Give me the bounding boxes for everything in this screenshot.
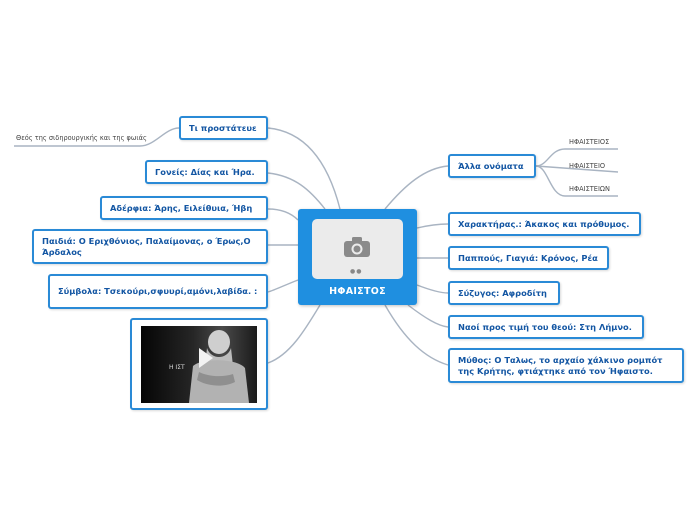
topic-myth-label: Μύθος: Ο Ταλως, το αρχαίο χάλκινο ρομπότ… [458,354,663,376]
topic-protects-label: Τι προστάτευε [189,122,257,133]
play-icon[interactable] [199,348,213,368]
topic-spouse[interactable]: Σύζυγος: Αφροδίτη [448,281,560,305]
topic-symbols[interactable]: Σύμβολα: Τσεκούρι,σφυυρί,αμόνι,λαβίδα. : [48,274,268,309]
camera-icon [344,237,370,257]
topic-children-label: Παιδιά: Ο Εριχθόνιος, Παλαίμονας, ο Έρως… [42,235,251,257]
topic-character-label: Χαρακτήρας.: Άκακος και πρόθυμος. [458,218,630,229]
topic-temples-label: Ναοί προς τιμή του θεού: Στη Λήμνο. [458,321,632,332]
topic-siblings-label: Αδέρφια: Άρης, Ειλείθυια, Ήβη [110,202,253,213]
pager-dots: ●● [350,268,363,275]
video-thumbnail[interactable]: Η ΙΣΤ [141,326,257,403]
leaf-name-2[interactable]: ΗΦΑΙΣΤΕΙΟ [569,162,606,170]
topic-temples[interactable]: Ναοί προς τιμή του θεού: Στη Λήμνο. [448,315,644,339]
topic-parents-label: Γονείς: Δίας και Ήρα. [155,166,255,177]
image-placeholder: ●● [312,219,403,279]
leaf-name-3[interactable]: ΗΦΑΙΣΤΕΙΩΝ [569,185,610,193]
topic-grandparents[interactable]: Παππούς, Γιαγιά: Κρόνος, Ρέα [448,246,609,270]
topic-protects[interactable]: Τι προστάτευε [179,116,268,140]
leaf-name-1[interactable]: ΗΦΑΙΣΤΕΙΟΣ [569,138,610,146]
topic-character[interactable]: Χαρακτήρας.: Άκακος και πρόθυμος. [448,212,641,236]
video-caption: Η ΙΣΤ [169,364,185,371]
central-title: ΗΦΑΙΣΤΟΣ [329,286,386,297]
topic-other-names[interactable]: Άλλα ονόματα [448,154,536,178]
video-node[interactable]: Η ΙΣΤ [130,318,268,410]
central-topic[interactable]: ●● ΗΦΑΙΣΤΟΣ [298,209,417,305]
topic-grandparents-label: Παππούς, Γιαγιά: Κρόνος, Ρέα [458,252,598,263]
topic-children[interactable]: Παιδιά: Ο Εριχθόνιος, Παλαίμονας, ο Έρως… [32,229,268,264]
topic-spouse-label: Σύζυγος: Αφροδίτη [458,287,547,298]
topic-myth[interactable]: Μύθος: Ο Ταλως, το αρχαίο χάλκινο ρομπότ… [448,348,684,383]
statue-image [189,330,249,403]
topic-parents[interactable]: Γονείς: Δίας και Ήρα. [145,160,268,184]
leaf-protects[interactable]: Θεός της σιδηρουργικής και της φωιάς [16,134,147,142]
topic-other-names-label: Άλλα ονόματα [458,160,524,171]
topic-siblings[interactable]: Αδέρφια: Άρης, Ειλείθυια, Ήβη [100,196,268,220]
topic-symbols-label: Σύμβολα: Τσεκούρι,σφυυρί,αμόνι,λαβίδα. : [58,286,258,296]
